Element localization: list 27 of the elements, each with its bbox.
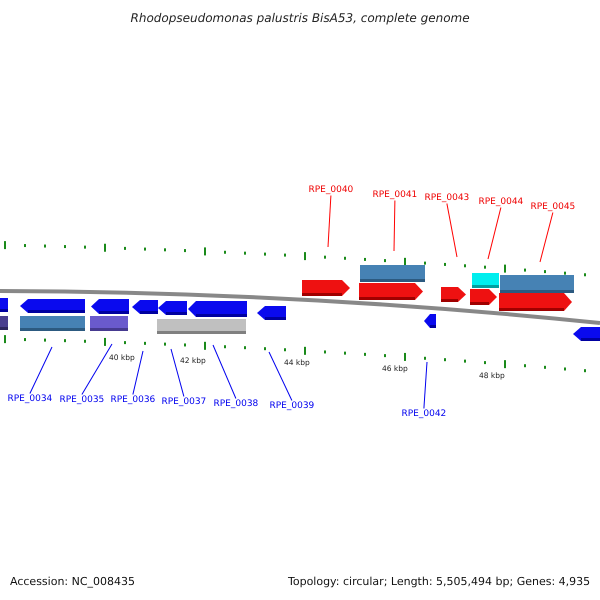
- leader-line: [29, 346, 52, 394]
- gene-label: RPE_0045: [530, 202, 576, 212]
- leader-line: [446, 203, 458, 258]
- leader-line: [540, 212, 554, 262]
- gene-label: RPE_0034: [8, 394, 52, 404]
- genome-summary: Topology: circular; Length: 5,505,494 bp; Genes: 4,935: [288, 576, 590, 586]
- leader-line: [132, 350, 144, 395]
- leader-line: [170, 348, 184, 397]
- leader-line: [423, 362, 428, 409]
- gene-label: RPE_0040: [308, 186, 354, 194]
- gene-label: RPE_0036: [110, 396, 156, 404]
- gene-label: RPE_0043: [424, 194, 470, 202]
- leader-line: [212, 344, 236, 399]
- gene-label: RPE_0044: [478, 198, 524, 206]
- gene-label: RPE_0035: [60, 396, 104, 404]
- title: Rhodopseudomonas palustris BisA53, complete genome: [130, 12, 470, 24]
- leader-line: [488, 207, 502, 260]
- leader-line: [268, 352, 292, 401]
- accession-text: Accession: NC_008435: [10, 576, 136, 586]
- gene-label: RPE_0039: [270, 402, 314, 410]
- gene-label: RPE_0038: [214, 400, 258, 408]
- gene-label: RPE_0037: [162, 398, 206, 406]
- leader-line: [394, 200, 396, 252]
- gene-label: RPE_0042: [402, 410, 446, 418]
- gene-label: RPE_0041: [372, 190, 418, 200]
- leader-line: [328, 195, 332, 248]
- leader-line: [81, 344, 112, 395]
